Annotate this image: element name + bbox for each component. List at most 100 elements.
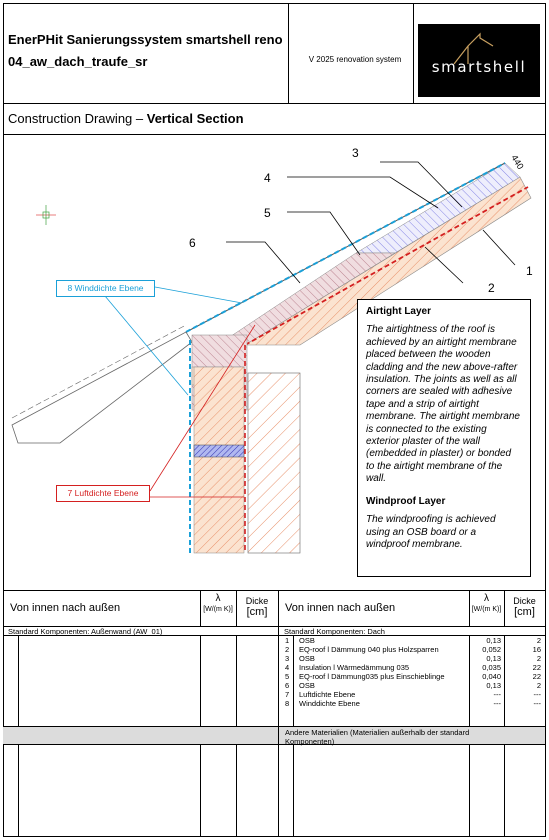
other-materials-band [3,727,545,744]
row-thickness: 2 [536,636,541,645]
row-number: 2 [285,645,290,654]
row-number: 5 [285,672,290,681]
right-no-div [293,635,294,726]
right-d-div-c [504,744,505,836]
windproof-title: Windproof Layer [366,495,446,507]
callout-5: 5 [264,206,271,220]
left-lambda-symbol: λ [215,593,221,604]
left-d-div-b [236,635,237,726]
left-section-label: Standard Komponenten: Außenwand (AW_01) [8,627,163,636]
winddichte-leader [154,286,243,304]
left-thickness-unit: [cm] [246,606,268,618]
existing-wall [247,372,301,554]
frame-bottom [3,836,546,837]
row-lambda: 0,035 [482,663,501,672]
tag-luftdichte-ebene: 7 Luftdichte Ebene [56,485,150,502]
row-material: OSB [299,681,315,690]
frame-right [545,3,546,837]
left-lambda-div [200,590,201,626]
row-number: 6 [285,681,290,690]
winddichte-leader-2 [104,295,189,396]
right-thickness-label: Dicke [513,596,536,606]
row-thickness: --- [533,699,542,708]
row-thickness: 22 [532,663,541,672]
row-number: 1 [285,636,290,645]
callout-leaders [226,161,516,284]
right-lambda-div-c [469,744,470,836]
left-lambda-div-b [200,635,201,726]
right-column-header: Von innen nach außen [285,602,396,614]
subtitle-bold: Vertical Section [146,111,244,126]
document-code: 04_aw_dach_traufe_sr [8,54,148,69]
callout-6: 6 [189,236,196,250]
row-material: Winddichte Ebene [299,699,360,708]
row-lambda: 0,13 [486,636,501,645]
row-material: EQ-roof l Dämmung 040 plus Holzsparren [299,645,439,654]
table-header-line [3,626,545,627]
roof-overhang [11,331,193,444]
left-d-div-c [236,744,237,836]
construction-drawing [11,161,532,554]
row-material: Insulation l Wärmedämmung 035 [299,663,410,672]
crosshair-marker [36,205,56,225]
windproof-text: The windproofing is achieved using an OS… [366,514,496,550]
left-lambda-div-c [200,744,201,836]
frame-left [3,3,4,837]
row-material: Luftdichte Ebene [299,690,356,699]
callout-2: 2 [488,281,495,295]
document-title: EnerPHit Sanierungssystem smartshell ren… [8,32,283,47]
table-section-line [3,635,545,636]
row-lambda: --- [493,690,502,699]
row-material: OSB [299,654,315,663]
airtight-text: The airtightness of the roof is achieved… [366,324,520,485]
row-thickness: 2 [536,654,541,663]
row-number: 4 [285,663,290,672]
right-d-div [504,590,505,626]
frame-top [3,3,545,4]
wall-batten [193,444,245,458]
version-label: V 2025 renovation system [308,55,402,64]
row-number: 8 [285,699,290,708]
row-lambda: 0,13 [486,654,501,663]
header-bottom-line [3,103,545,104]
wall-insulation [193,366,245,554]
airtight-line-roof [244,186,529,346]
row-number: 7 [285,690,290,699]
subtitle-bottom-line [3,134,545,135]
right-lambda-unit: [W/(m K)] [471,606,502,613]
right-thickness-unit: [cm] [514,606,535,618]
left-column-header: Von innen nach außen [10,602,121,614]
left-no-div-c [18,744,19,836]
table-other-top [3,726,545,727]
tag-winddichte-ebene: 8 Winddichte Ebene [56,280,155,297]
row-lambda: 0,040 [482,672,501,681]
table-top-line [3,590,545,591]
row-thickness: 16 [532,645,541,654]
right-lambda-div-b [469,635,470,726]
header-divider-1 [288,3,289,103]
right-no-div-c [293,744,294,836]
page-subtitle: Construction Drawing – Vertical Section [8,111,244,126]
airtight-title: Airtight Layer [366,306,432,317]
smartshell-logo: smartshell [418,24,540,97]
right-d-div-b [504,635,505,726]
left-no-div [18,635,19,726]
windproof-line [185,162,506,333]
header-divider-2 [413,3,414,103]
overhang-dim-line [11,324,187,419]
callout-3: 3 [352,146,359,160]
subtitle-prefix: Construction Drawing – [8,111,147,126]
table-other-bottom [3,744,545,745]
table-mid-divider [278,590,279,836]
left-d-div [236,590,237,626]
row-material: OSB [299,636,315,645]
row-thickness: --- [533,690,542,699]
layer-info-box: Airtight Layer The airtightness of the r… [357,299,531,577]
row-material: EQ-roof l Dämmung035 plus Einschieblinge [299,672,445,681]
left-lambda-unit: [W/(m K)] [203,606,233,613]
right-lambda-symbol: λ [484,593,489,604]
row-thickness: 22 [532,672,541,681]
callout-4: 4 [264,171,271,185]
row-lambda: --- [493,699,502,708]
logo-text: smartshell [431,58,527,76]
